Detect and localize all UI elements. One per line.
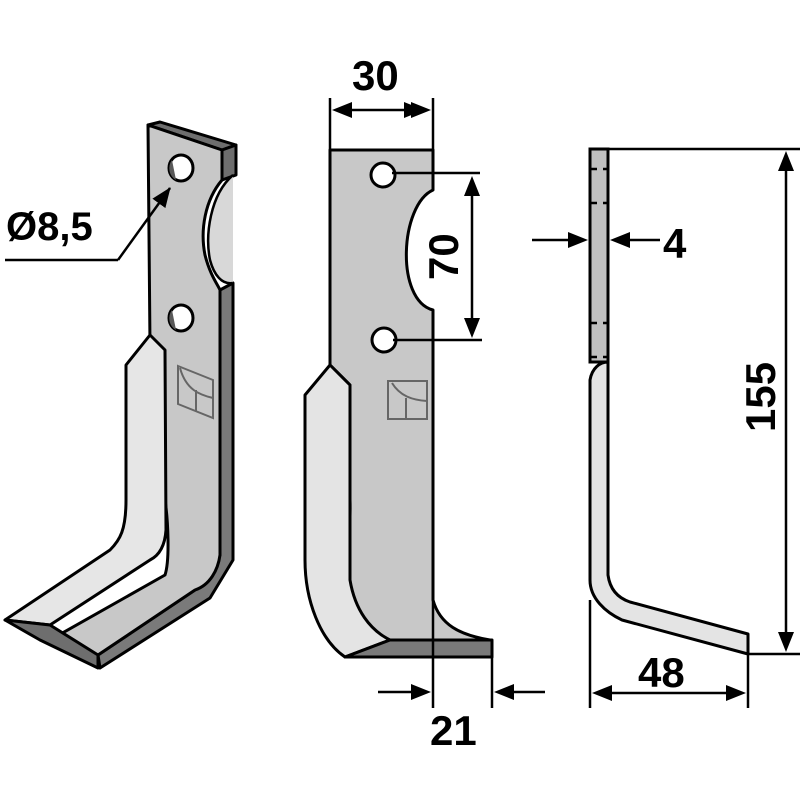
foot-length-label: 48	[638, 649, 685, 696]
front-face	[328, 148, 492, 642]
offset-label: 21	[430, 707, 477, 754]
front-hole-lower	[370, 326, 398, 354]
front-foot-edge	[343, 638, 494, 659]
blade-face	[48, 123, 224, 657]
manufacturer-logo-icon	[177, 364, 214, 420]
cutout-curve	[207, 174, 234, 285]
side-view	[532, 147, 800, 708]
right-edge	[220, 143, 238, 182]
side-plate	[588, 147, 610, 364]
hole-spacing-label: 70	[420, 233, 467, 280]
hole-lower	[167, 303, 195, 333]
height-label: 155	[737, 362, 784, 432]
hole-upper	[167, 153, 195, 183]
width-label: 30	[352, 52, 399, 99]
hole-diameter-label: Ø8,5	[6, 205, 93, 249]
blade-tip-edge	[3, 618, 100, 670]
blade-bevel	[3, 333, 168, 627]
front-logo-icon	[387, 380, 428, 420]
front-hole-upper	[369, 161, 397, 189]
front-view	[303, 98, 545, 708]
thickness-label: 4	[663, 220, 687, 267]
side-blade-profile	[588, 360, 750, 656]
perspective-view	[3, 120, 238, 670]
